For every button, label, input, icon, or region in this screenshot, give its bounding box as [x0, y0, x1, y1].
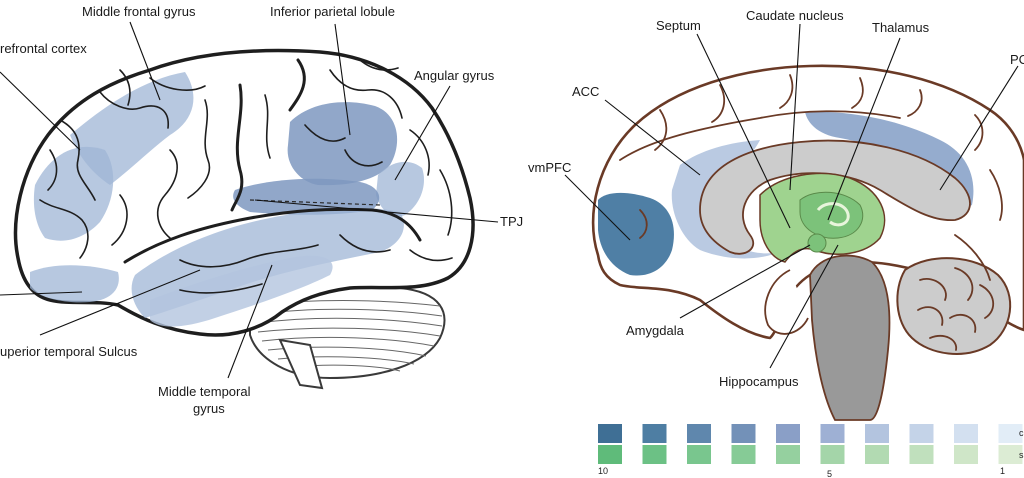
label-prefrontal-cortex: refrontal cortex: [0, 41, 87, 56]
thalamus-region: [799, 191, 864, 239]
legend-green-swatch-1: [598, 445, 622, 464]
legend-blue-swatch-5: [776, 424, 800, 443]
lateral-brain-diagram: Middle frontal gyrus Inferior parietal l…: [0, 4, 523, 416]
label-thalamus: Thalamus: [872, 20, 930, 35]
label-septum: Septum: [656, 18, 701, 33]
legend-green-swatch-8: [909, 445, 934, 464]
legend-scale: 10 5 1 c s: [598, 424, 1024, 478]
prefrontal-cortex-region: [33, 146, 114, 241]
legend-green-row: [598, 445, 1023, 464]
label-tpj: TPJ: [500, 214, 523, 229]
legend-green-swatch-9: [954, 445, 978, 464]
legend-green-swatch-6: [820, 445, 845, 464]
legend-tick-5: 5: [827, 469, 832, 478]
legend-row-end-s: s: [1019, 450, 1024, 460]
corpus-callosum: [699, 139, 971, 255]
medial-cerebellum: [896, 257, 1012, 355]
legend-blue-swatch-4: [731, 424, 756, 443]
label-superior-temporal-sulcus: uperior temporal Sulcus: [0, 344, 138, 359]
gyri-folds: [39, 58, 453, 294]
vmpfc-region: [598, 192, 674, 276]
label-middle-frontal-gyrus: Middle frontal gyrus: [82, 4, 196, 19]
legend-row-end-c: c: [1019, 428, 1024, 438]
label-middle-temporal-gyrus-line1: Middle temporal: [158, 384, 251, 399]
right-leader-lines: [564, 23, 1019, 369]
inferior-parietal-lobule-region: [287, 102, 398, 186]
legend-tick-10: 10: [598, 466, 608, 476]
cerebellum: [249, 284, 446, 390]
legend-tick-1: 1: [1000, 466, 1005, 476]
caudate-inner-curve: [816, 202, 850, 227]
label-pc: PC: [1010, 52, 1024, 67]
highlighted-regions: [30, 72, 425, 327]
left-leader-lines: [0, 21, 499, 379]
legend-blue-swatch-9: [954, 424, 978, 443]
tpj-region: [233, 178, 380, 215]
legend-blue-swatch-3: [687, 424, 711, 443]
legend-blue-swatch-7: [865, 424, 889, 443]
legend-blue-swatch-10: [998, 424, 1023, 443]
label-middle-temporal-gyrus-line2: gyrus: [193, 401, 225, 416]
legend-green-swatch-4: [731, 445, 756, 464]
legend-green-swatch-3: [687, 445, 711, 464]
pc-region: [805, 111, 974, 208]
medial-folds: [619, 74, 1003, 281]
legend-blue-swatch-2: [642, 424, 667, 443]
label-amygdala: Amygdala: [626, 323, 685, 338]
legend-green-swatch-7: [865, 445, 889, 464]
brainstem: [809, 254, 891, 421]
label-middle-temporal-gyrus: Middle temporal gyrus: [158, 384, 254, 416]
legend-blue-swatch-1: [598, 424, 622, 443]
label-vmpfc: vmPFC: [528, 160, 571, 175]
legend-green-swatch-5: [776, 445, 800, 464]
medial-brain-diagram: Septum Caudate nucleus Thalamus PC ACC v…: [528, 8, 1024, 421]
label-inferior-parietal-lobule: Inferior parietal lobule: [270, 4, 395, 19]
angular-gyrus-region: [376, 161, 425, 217]
amygdala-region: [807, 233, 827, 253]
legend-blue-swatch-6: [820, 424, 845, 443]
label-caudate-nucleus: Caudate nucleus: [746, 8, 844, 23]
acc-region: [671, 140, 790, 259]
label-acc: ACC: [572, 84, 599, 99]
legend-green-swatch-10: [998, 445, 1023, 464]
middle-temporal-gyrus-region: [150, 255, 333, 327]
label-hippocampus: Hippocampus: [719, 374, 799, 389]
legend-blue-swatch-8: [909, 424, 934, 443]
label-angular-gyrus: Angular gyrus: [414, 68, 495, 83]
legend-green-swatch-2: [642, 445, 667, 464]
legend-blue-row: [598, 424, 1023, 443]
